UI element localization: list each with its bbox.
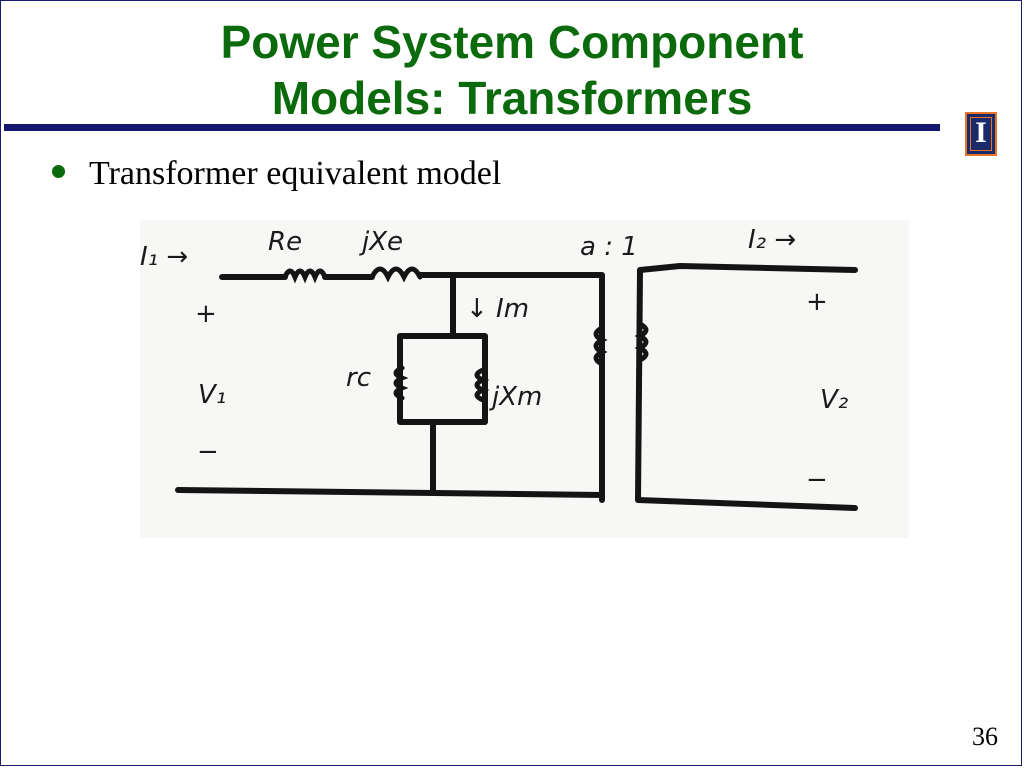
logo-letter: I <box>975 116 987 149</box>
wire-xe-transformer <box>417 272 605 503</box>
page-number: 36 <box>972 722 998 751</box>
logo-border <box>970 117 992 151</box>
v1-plus-label: + <box>195 299 217 329</box>
v1-minus-label: − <box>197 437 219 467</box>
bullet-icon <box>52 164 65 178</box>
secondary-wire <box>635 263 858 511</box>
v2-plus-label: + <box>806 287 828 317</box>
re-resistor <box>282 268 328 284</box>
slide-title: Power System Component Models: Transform… <box>0 14 1024 126</box>
current-i2-label: I₂ → <box>748 225 796 255</box>
secondary-winding <box>634 321 649 363</box>
circuit-svg: I₁ → Re jXe a : 1 I₂ → ↓ Im rc jXm + V₁ … <box>140 225 858 511</box>
re-label: Re <box>268 227 302 257</box>
rc-label: rc <box>346 363 371 393</box>
rc-resistor <box>393 365 409 401</box>
v2-label: V₂ <box>820 385 848 415</box>
turns-ratio-label: a : 1 <box>580 232 638 262</box>
bullet-item: Transformer equivalent model <box>52 154 501 194</box>
xm-inductor <box>474 367 490 403</box>
primary-bottom-wire <box>175 487 605 498</box>
transformer-circuit-diagram: I₁ → Re jXe a : 1 I₂ → ↓ Im rc jXm + V₁ … <box>140 220 909 538</box>
primary-winding <box>593 325 608 367</box>
xe-inductor <box>369 266 423 283</box>
v1-label: V₁ <box>198 380 226 410</box>
v2-minus-label: − <box>806 465 828 495</box>
university-logo: I <box>965 112 997 156</box>
title-divider <box>4 124 940 131</box>
jxm-label: jXm <box>489 382 542 412</box>
title-line-1: Power System Component <box>220 16 804 68</box>
current-i1-label: I₁ → <box>140 242 188 272</box>
title-line-2: Models: Transformers <box>271 72 753 124</box>
jxe-label: jXe <box>359 227 403 257</box>
bullet-text: Transformer equivalent model <box>89 155 502 192</box>
magnetizing-current-label: ↓ Im <box>466 294 529 324</box>
shunt-box <box>397 333 488 425</box>
